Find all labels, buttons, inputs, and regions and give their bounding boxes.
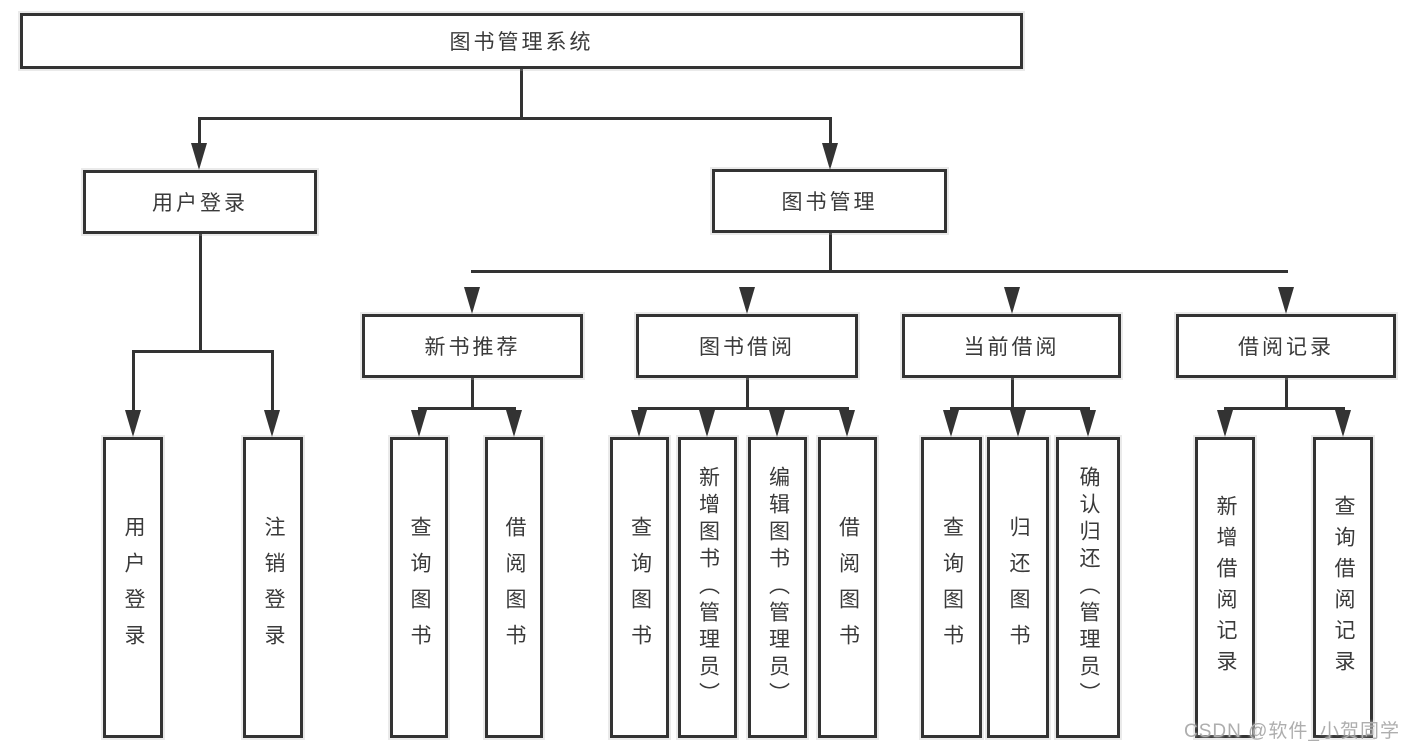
leaf-label: 查询借阅记录: [1332, 494, 1355, 681]
leaf-logout: 注销登录: [243, 437, 303, 738]
connector-vline: [271, 350, 274, 410]
node-user-login-branch: 用户登录: [83, 170, 317, 234]
leaf-borrow-books-2: 借阅图书: [818, 437, 877, 738]
arrow-down-icon: [264, 410, 280, 437]
leaf-borrow-books-1: 借阅图书: [485, 437, 543, 738]
connector-vline: [1285, 378, 1288, 407]
arrow-down-icon: [631, 410, 647, 437]
node-current-borrowing: 当前借阅: [902, 314, 1121, 378]
leaf-add-books-admin: 新增图书（管理员）: [678, 437, 737, 738]
connector-vline: [829, 233, 832, 270]
leaf-user-login: 用户登录: [103, 437, 163, 738]
connector-hline: [639, 407, 849, 410]
arrow-down-icon: [464, 287, 480, 314]
node-label: 新书推荐: [424, 336, 521, 359]
leaf-query-books-2: 查询图书: [610, 437, 669, 738]
node-label: 图书管理系统: [449, 31, 594, 54]
leaf-label: 借阅图书: [503, 515, 526, 660]
node-label: 图书借阅: [699, 336, 795, 359]
arrow-down-icon: [1010, 410, 1026, 437]
arrow-down-icon: [506, 410, 522, 437]
arrow-down-icon: [191, 143, 207, 170]
connector-vline: [1011, 378, 1014, 407]
arrow-down-icon: [769, 410, 785, 437]
leaf-return-books: 归还图书: [987, 437, 1049, 738]
leaf-label: 新增借阅记录: [1214, 494, 1237, 681]
node-borrowing-records: 借阅记录: [1176, 314, 1396, 378]
leaf-add-borrow-record: 新增借阅记录: [1195, 437, 1255, 738]
arrow-down-icon: [125, 410, 141, 437]
arrow-down-icon: [1080, 410, 1096, 437]
node-book-management-branch: 图书管理: [712, 169, 947, 233]
leaf-query-borrow-record: 查询借阅记录: [1313, 437, 1373, 738]
node-label: 借阅记录: [1238, 336, 1334, 359]
connector-hline: [199, 117, 832, 120]
arrow-down-icon: [1004, 287, 1020, 314]
node-label: 用户登录: [152, 192, 248, 215]
leaf-edit-books-admin: 编辑图书（管理员）: [748, 437, 807, 738]
node-book-management-system: 图书管理系统: [20, 13, 1023, 69]
leaf-label: 编辑图书（管理员）: [766, 466, 790, 709]
connector-vline: [199, 233, 202, 350]
leaf-query-books-3: 查询图书: [921, 437, 982, 738]
leaf-label: 查询图书: [940, 515, 964, 660]
leaf-label: 查询图书: [408, 515, 431, 660]
node-new-book-recommend: 新书推荐: [362, 314, 583, 378]
leaf-label: 归还图书: [1007, 515, 1030, 660]
arrow-down-icon: [943, 410, 959, 437]
connector-hline: [419, 407, 516, 410]
leaf-label: 用户登录: [122, 515, 145, 660]
leaf-label: 借阅图书: [836, 515, 860, 660]
connector-hline: [1225, 407, 1344, 410]
arrow-down-icon: [839, 410, 855, 437]
connector-vline: [132, 350, 135, 410]
connector-hline: [951, 407, 1090, 410]
arrow-down-icon: [822, 143, 838, 170]
leaf-confirm-return-admin: 确认归还（管理员）: [1056, 437, 1120, 738]
arrow-down-icon: [699, 410, 715, 437]
arrow-down-icon: [411, 410, 427, 437]
arrow-down-icon: [1335, 410, 1351, 437]
node-label: 当前借阅: [963, 336, 1060, 359]
node-label: 图书管理: [781, 191, 878, 214]
connector-vline: [829, 117, 832, 143]
arrow-down-icon: [1278, 287, 1294, 314]
arrow-down-icon: [739, 287, 755, 314]
leaf-label: 查询图书: [628, 515, 652, 660]
connector-vline: [198, 117, 201, 143]
arrow-down-icon: [1217, 410, 1233, 437]
connector-hline: [471, 270, 1288, 273]
leaf-label: 确认归还（管理员）: [1077, 466, 1100, 709]
connector-vline: [471, 378, 474, 407]
connector-hline: [133, 350, 274, 353]
leaf-label: 新增图书（管理员）: [696, 466, 720, 709]
node-book-borrowing: 图书借阅: [636, 314, 858, 378]
leaf-label: 注销登录: [262, 515, 285, 660]
watermark: CSDN @软件_小贺同学: [1184, 721, 1400, 742]
connector-vline: [520, 69, 523, 117]
leaf-query-books-1: 查询图书: [390, 437, 448, 738]
connector-vline: [746, 378, 749, 407]
